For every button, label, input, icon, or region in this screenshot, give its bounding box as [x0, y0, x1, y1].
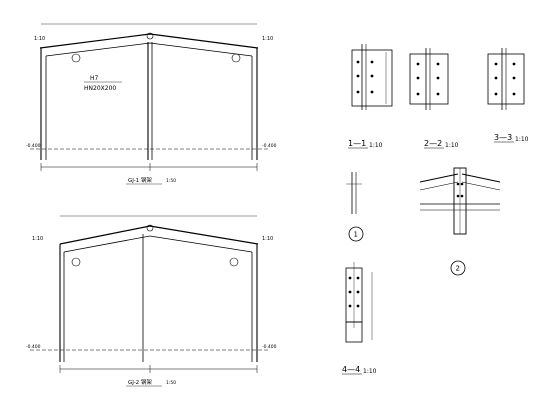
frame-1-elevation-left: -0.400	[26, 143, 41, 149]
frame-1-member-label: H7	[90, 75, 99, 82]
frame-1-node-marker	[71, 53, 81, 63]
bolt-hole	[356, 304, 360, 308]
frame-2-elevation-right: -0.400	[262, 344, 277, 350]
bolt-hole	[370, 90, 374, 94]
bolt-hole	[348, 276, 352, 280]
bolt-hole	[356, 60, 360, 64]
node-2-rafter-left	[419, 173, 459, 183]
frame-2-node-marker	[71, 257, 81, 267]
node-2-detail: 2	[419, 167, 501, 276]
bolt-hole	[512, 92, 516, 96]
frame-2-slope-right: 1:10	[262, 236, 273, 242]
section-3-3-detail: 3—3 1:10	[487, 48, 529, 143]
node-2-rafter-right	[461, 173, 501, 183]
bolt-hole	[348, 290, 352, 294]
bolt-hole	[512, 62, 516, 66]
frame-1: H7 HN20X200 1:10 1:10 -0.400 -0.400 GJ-1…	[26, 23, 277, 185]
bolt-hole	[494, 92, 498, 96]
bolt-hole	[356, 90, 360, 94]
bolt-hole	[356, 290, 360, 294]
section-2-2-plate	[409, 53, 449, 105]
bolt-hole	[356, 276, 360, 280]
frame-1-rafter-inner	[45, 42, 253, 57]
frame-2: 1:10 1:10 -0.400 -0.400 GJ-2 钢架 1:50	[26, 215, 277, 387]
bolt-hole	[370, 60, 374, 64]
bolt-hole	[494, 76, 498, 80]
section-1-1-plate	[351, 49, 393, 107]
bolt-hole	[370, 74, 374, 78]
frame-2-title: GJ-2 钢架	[128, 378, 152, 386]
section-4-4-title: 4—4	[342, 365, 360, 374]
section-3-3-title: 3—3	[494, 133, 512, 142]
frame-1-scale: 1:50	[166, 178, 176, 184]
bolt-hole	[512, 76, 516, 80]
bolt-hole	[460, 194, 464, 198]
bolt-hole	[348, 304, 352, 308]
section-2-2-detail: 2—2 1:10	[409, 48, 459, 149]
frame-1-rafter-outer	[39, 33, 259, 49]
bolt-hole	[494, 62, 498, 66]
bolt-hole	[416, 76, 420, 80]
section-3-3-scale: 1:10	[515, 136, 529, 143]
node-2-rafter-right-inner	[461, 181, 501, 191]
frame-1-slope-left: 1:10	[34, 36, 45, 42]
section-4-4-detail: 4—4 1:10	[342, 262, 377, 375]
node-2-number: 2	[456, 265, 460, 273]
frame-1-member-section: HN20X200	[84, 85, 116, 92]
section-1-1-scale: 1:10	[369, 142, 383, 149]
bolt-hole	[436, 62, 440, 66]
section-2-2-title: 2—2	[424, 139, 442, 148]
frame-2-rafter-inner	[63, 235, 253, 253]
bolt-hole	[416, 92, 420, 96]
section-1-1-title: 1—1	[348, 139, 366, 148]
frame-1-elevation-right: -0.400	[262, 143, 277, 149]
node-2-rafter-left-inner	[419, 181, 459, 191]
node-1-detail: 1	[346, 172, 364, 242]
frame-2-slope-left: 1:10	[32, 236, 43, 242]
bolt-hole	[436, 92, 440, 96]
section-1-1-detail: 1—1 1:10	[348, 44, 393, 149]
node-2-marker	[450, 260, 466, 276]
frame-1-node-marker	[146, 32, 154, 40]
frame-1-slope-right: 1:10	[262, 36, 273, 42]
bolt-hole	[356, 74, 360, 78]
frame-2-node-marker	[146, 224, 154, 232]
frame-2-elevation-left: -0.400	[26, 344, 41, 350]
section-4-4-scale: 1:10	[363, 368, 377, 375]
frame-2-node-marker	[229, 257, 239, 267]
frame-1-title: GJ-1 钢架	[128, 176, 152, 184]
section-4-4-base-plate	[345, 321, 363, 343]
bolt-hole	[436, 76, 440, 80]
bolt-hole	[416, 62, 420, 66]
bolt-hole	[456, 182, 460, 186]
bolt-hole	[460, 182, 464, 186]
node-1-number: 1	[354, 231, 358, 239]
section-2-2-scale: 1:10	[445, 142, 459, 149]
bolt-hole	[456, 194, 460, 198]
frame-2-scale: 1:50	[166, 380, 176, 386]
frame-2-rafter-outer	[59, 225, 259, 245]
frame-1-node-marker	[231, 53, 241, 63]
node-1-marker	[348, 226, 364, 242]
